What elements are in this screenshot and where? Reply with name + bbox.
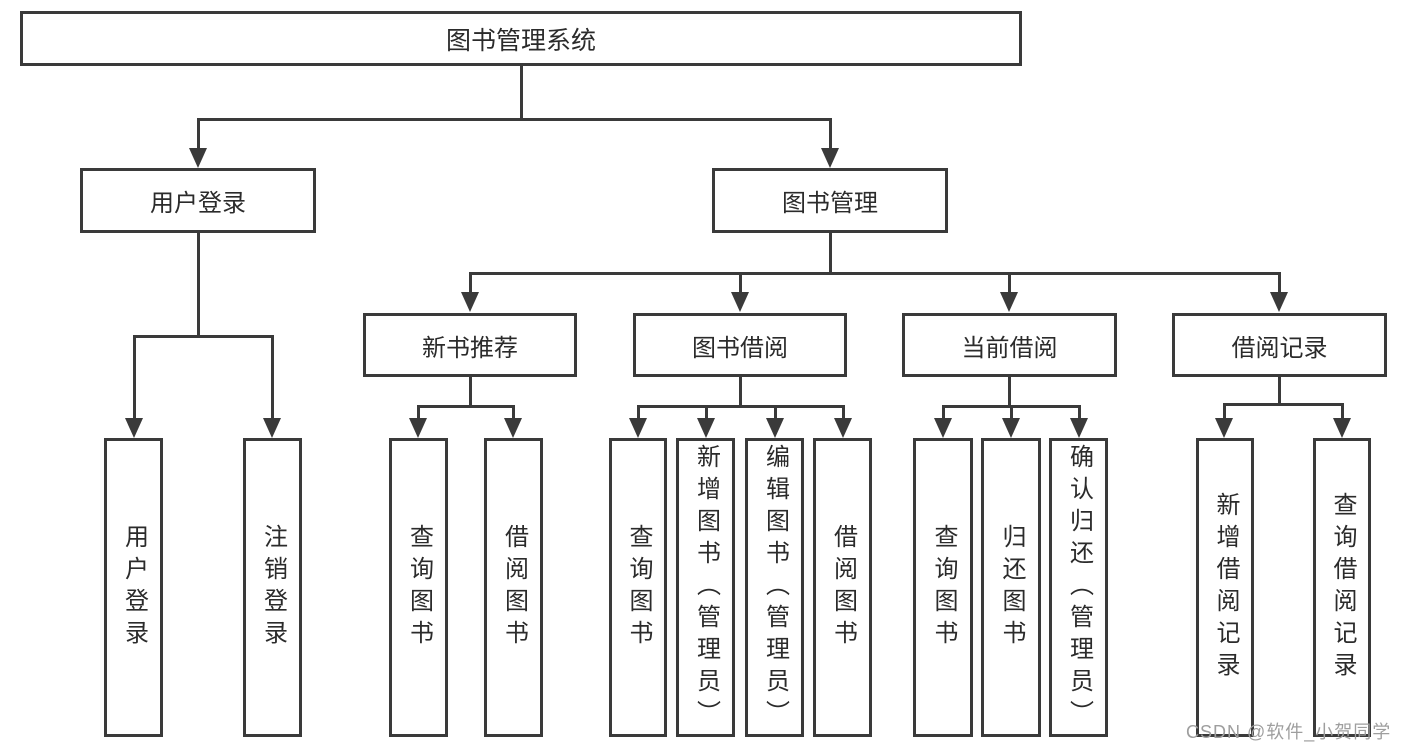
leaf-return-books: 归还图书 [981, 438, 1041, 737]
node-label: 借阅图书 [829, 523, 857, 652]
connector-line [705, 405, 708, 420]
connector-line [417, 405, 515, 408]
node-label: 用户登录 [120, 523, 148, 652]
connector-line [637, 405, 640, 420]
arrowhead-icon [934, 418, 952, 438]
leaf-query-books-borrowing: 查询图书 [609, 438, 667, 737]
arrowhead-icon [263, 418, 281, 438]
connector-line [1223, 403, 1226, 420]
connector-line [469, 377, 472, 407]
connector-line [1078, 405, 1081, 420]
connector-line [469, 272, 1280, 275]
connector-line [774, 405, 777, 420]
leaf-logout: 注销登录 [243, 438, 302, 737]
node-label: 确认归还（管理员） [1065, 443, 1093, 732]
arrowhead-icon [409, 418, 427, 438]
connector-line [197, 118, 200, 151]
node-label: 查询借阅记录 [1329, 491, 1356, 684]
node-label: 图书管理系统 [445, 26, 596, 55]
node-label: 归还图书 [998, 523, 1025, 652]
leaf-borrow-books-borrowing: 借阅图书 [813, 438, 872, 737]
node-user-login: 用户登录 [80, 168, 316, 233]
leaf-query-borrow-record: 查询借阅记录 [1313, 438, 1371, 737]
node-label: 查询图书 [625, 523, 652, 652]
arrowhead-icon [697, 418, 715, 438]
leaf-confirm-return-admin: 确认归还（管理员） [1049, 438, 1108, 737]
arrowhead-icon [1002, 418, 1020, 438]
arrowhead-icon [461, 292, 479, 312]
leaf-edit-book-admin: 编辑图书（管理员） [745, 438, 804, 737]
connector-line [1278, 272, 1281, 294]
connector-line [1008, 377, 1011, 407]
node-label: 新增图书（管理员） [692, 443, 720, 732]
leaf-query-books-current: 查询图书 [913, 438, 973, 737]
arrowhead-icon [125, 418, 143, 438]
node-label: 新增借阅记录 [1212, 491, 1239, 684]
node-label: 新书推荐 [422, 334, 518, 362]
arrowhead-icon [766, 418, 784, 438]
arrowhead-icon [1333, 418, 1351, 438]
connector-line [512, 405, 515, 420]
connector-line [739, 377, 742, 407]
leaf-borrow-books-recommend: 借阅图书 [484, 438, 543, 737]
arrowhead-icon [1270, 292, 1288, 312]
connector-line [842, 405, 845, 420]
arrowhead-icon [189, 148, 207, 168]
connector-line [417, 405, 420, 420]
arrowhead-icon [1215, 418, 1233, 438]
leaf-add-book-admin: 新增图书（管理员） [676, 438, 735, 737]
connector-line [198, 118, 832, 121]
node-current-borrowing: 当前借阅 [902, 313, 1117, 377]
arrowhead-icon [629, 418, 647, 438]
connector-line [637, 405, 844, 408]
leaf-user-login: 用户登录 [104, 438, 163, 737]
connector-line [829, 118, 832, 151]
arrowhead-icon [1070, 418, 1088, 438]
connector-line [197, 233, 200, 337]
node-label: 图书管理 [782, 190, 878, 217]
node-label: 借阅图书 [500, 523, 528, 652]
arrowhead-icon [834, 418, 852, 438]
connector-line [739, 272, 742, 294]
node-label: 查询图书 [405, 523, 433, 652]
connector-line [133, 335, 274, 338]
node-label: 用户登录 [150, 190, 246, 217]
node-label: 借阅记录 [1231, 334, 1328, 362]
connector-line [520, 66, 523, 118]
connector-line [1008, 272, 1011, 294]
node-label: 当前借阅 [961, 334, 1058, 362]
connector-line [271, 335, 274, 420]
connector-line [1341, 403, 1344, 420]
arrowhead-icon [1000, 292, 1018, 312]
node-label: 注销登录 [259, 523, 287, 652]
node-library-system: 图书管理系统 [20, 11, 1022, 66]
watermark-text: CSDN @软件_小贺同学 [1186, 722, 1392, 742]
arrowhead-icon [821, 148, 839, 168]
node-borrowing-records: 借阅记录 [1172, 313, 1387, 377]
leaf-add-borrow-record: 新增借阅记录 [1196, 438, 1254, 737]
node-book-borrowing: 图书借阅 [633, 313, 847, 377]
arrowhead-icon [731, 292, 749, 312]
connector-line [829, 233, 832, 274]
connector-line [942, 405, 945, 420]
node-label: 查询图书 [930, 523, 957, 652]
node-label: 图书借阅 [692, 334, 788, 362]
leaf-query-books-recommend: 查询图书 [389, 438, 448, 737]
connector-line [469, 272, 472, 294]
node-book-management: 图书管理 [712, 168, 948, 233]
connector-line [1010, 405, 1013, 420]
connector-line [133, 335, 136, 420]
connector-line [1278, 377, 1281, 405]
connector-line [1223, 403, 1344, 406]
node-new-book-recommend: 新书推荐 [363, 313, 577, 377]
arrowhead-icon [504, 418, 522, 438]
node-label: 编辑图书（管理员） [761, 443, 789, 732]
